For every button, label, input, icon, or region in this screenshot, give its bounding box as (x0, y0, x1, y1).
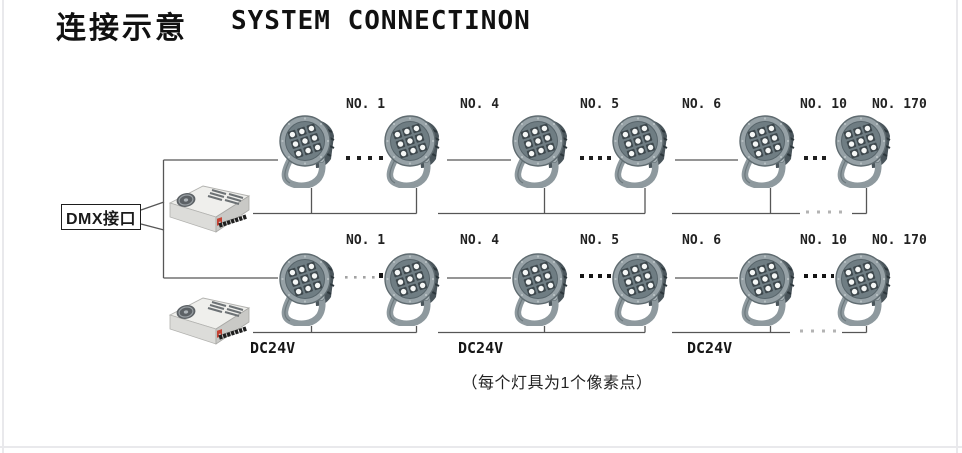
fixture-number-label: NO. 1 (346, 233, 386, 248)
fixture-number-label: NO. 170 (872, 233, 927, 248)
dmx-interface-box: DMX接口 (61, 204, 141, 230)
fixture-number-label: NO. 10 (800, 233, 847, 248)
pixel-note: （每个灯具为1个像素点） (461, 375, 653, 392)
led-floodlight-icon (511, 250, 575, 326)
led-floodlight-icon (611, 112, 675, 188)
page-border-bottom (0, 446, 962, 448)
power-supply-icon (167, 181, 253, 238)
power-supply-icon (167, 293, 253, 350)
dmx-interface-label: DMX接口 (65, 211, 137, 228)
fixture-number-label: NO. 10 (800, 97, 847, 112)
led-floodlight-icon (383, 250, 447, 326)
fixture-number-label: NO. 5 (580, 233, 620, 248)
page-border-left (2, 0, 4, 453)
fixture-number-label: NO. 6 (682, 233, 722, 248)
led-floodlight-icon (738, 250, 802, 326)
dc24v-label: DC24V (458, 339, 504, 357)
led-floodlight-icon (278, 250, 342, 326)
fixture-number-label: NO. 6 (682, 97, 722, 112)
fixture-number-label: NO. 170 (872, 97, 927, 112)
page-border-right (956, 0, 958, 453)
fixture-number-label: NO. 1 (346, 97, 386, 112)
led-floodlight-icon (738, 112, 802, 188)
led-floodlight-icon (511, 112, 575, 188)
led-floodlight-icon (611, 250, 675, 326)
led-floodlight-icon (278, 112, 342, 188)
led-floodlight-icon (834, 250, 898, 326)
fixture-number-label: NO. 4 (460, 233, 500, 248)
led-floodlight-icon (383, 112, 447, 188)
page-title-en: SYSTEM CONNECTINON (231, 6, 531, 36)
page-title-zh: 连接示意 (56, 12, 188, 45)
dc24v-label: DC24V (687, 339, 733, 357)
dc24v-label: DC24V (250, 339, 296, 357)
fixture-number-label: NO. 5 (580, 97, 620, 112)
led-floodlight-icon (834, 112, 898, 188)
fixture-number-label: NO. 4 (460, 97, 500, 112)
